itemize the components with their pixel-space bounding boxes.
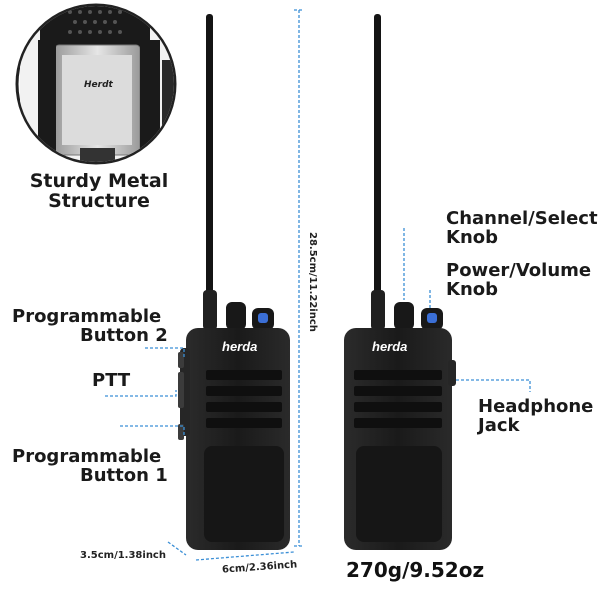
power-line1: Power/Volume [446,260,592,281]
headphone-line1: Headphone [478,396,594,417]
depth-dimension: 3.5cm/1.38inch [80,550,166,561]
brand-logo-right: herda [372,339,408,354]
callout-lines [105,9,531,561]
headphone-line2: Jack [478,414,520,436]
prog1-line1: Programmable [12,446,162,467]
prog2-line1: Programmable [12,306,162,327]
brand-logo-left: herda [222,339,258,354]
prog1-line2: Button 1 [80,464,168,486]
metal-structure-inset [15,3,177,165]
height-dimension: 28.5cm/11.22inch [307,232,318,332]
programmable-button-1-label: Programmable Button 1 [12,446,168,486]
radio-front-left [178,14,290,550]
headphone-jack-label: Headphone Jack [478,396,594,436]
radio-back-right [344,14,456,550]
channel-line1: Channel/Select [446,208,598,229]
battery-brand-label: Herdt [84,80,113,90]
prog2-line2: Button 2 [80,324,168,346]
power-line2: Knob [446,278,499,300]
power-volume-knob-label: Power/Volume Knob [446,260,592,300]
channel-select-knob-label: Channel/Select Knob [446,208,598,248]
weight-label: 270g/9.52oz [346,558,485,582]
sturdy-metal-label: Sturdy Metal Structure [29,170,169,212]
channel-line2: Knob [446,226,499,248]
programmable-button-2-label: Programmable Button 2 [12,306,168,346]
ptt-label: PTT [92,370,131,391]
